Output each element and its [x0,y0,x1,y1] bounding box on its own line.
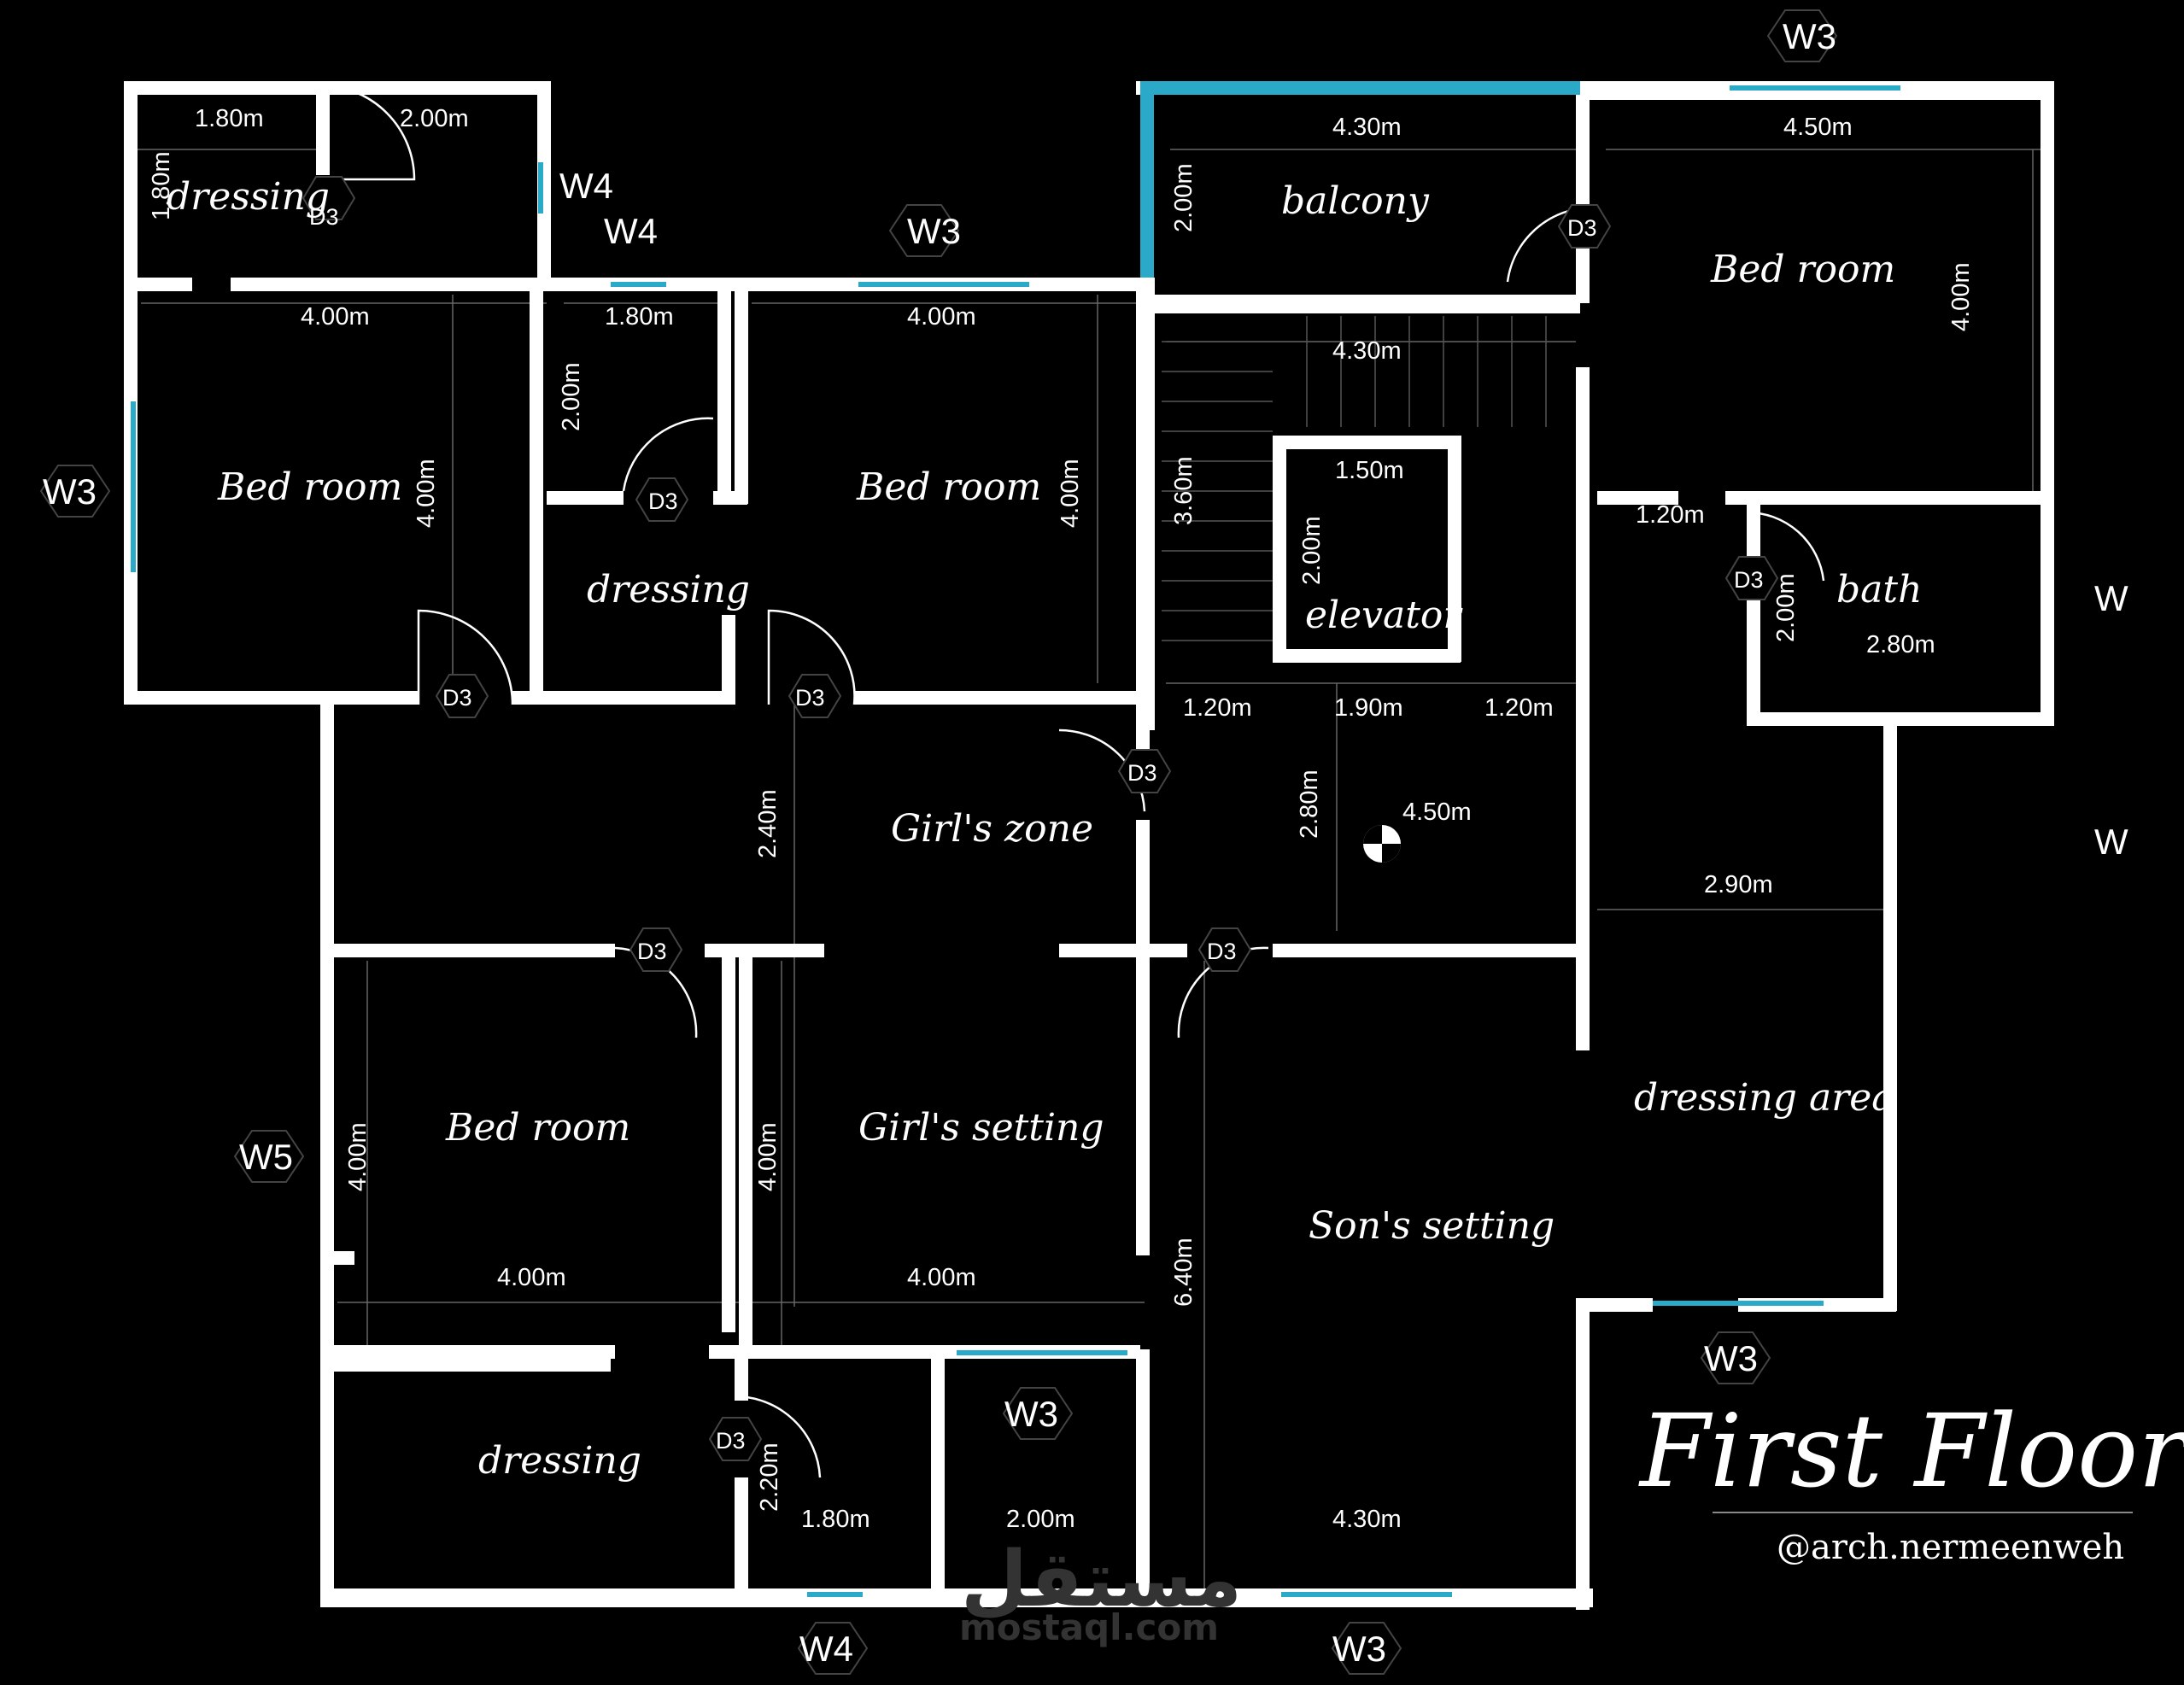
dimension-label: 1.80m [605,303,674,331]
room-label-balcony: balcony [1281,179,1430,223]
tag-hexagons [39,9,1838,1675]
dimension-labels: 1.80m 2.00m 1.80m 4.00m 1.80m 2.00m 4.00… [148,105,1975,1533]
room-label-girls-setting: Girl's setting [858,1106,1104,1150]
window-tag: W3 [1332,1629,1386,1669]
dimension-label: 2.90m [1704,871,1773,898]
dimension-label: 4.30m [1332,114,1402,141]
dimension-label: 4.00m [754,1122,782,1191]
dimension-label: 1.50m [1335,457,1404,484]
door-tag: D3 [637,939,667,964]
watermark-arabic: مستقل [961,1535,1242,1624]
room-labels: dressing Bed room dressing Bed room balc… [167,175,1922,1483]
window-glass [131,81,1900,1597]
survey-marker-icon [1363,825,1401,863]
dimension-label: 2.00m [1772,573,1800,642]
dimension-label: 4.00m [301,303,370,331]
dimension-label: 1.80m [801,1506,870,1533]
room-label-dressing-area: dressing area [1634,1076,1894,1120]
dimension-label: 2.20m [756,1442,783,1512]
dimension-label: 2.00m [1298,516,1326,585]
watermark-latin: mostaql.com [959,1606,1219,1648]
window-tag: W3 [1704,1338,1758,1378]
room-label-dressing-mid: dressing [587,568,750,611]
dimension-label: 4.00m [344,1122,372,1191]
dimension-label: 4.50m [1783,114,1853,141]
staircase [1162,316,1547,641]
door-tag: D3 [1207,939,1237,964]
window-tag: W4 [604,211,658,251]
door-tags: D3 D3 D3 D3 D3 D3 D3 D3 D3 D3 [309,204,1764,1454]
dimension-label: 4.00m [413,459,440,528]
window-tag: W [2094,822,2128,862]
room-label-elevator: elevator [1305,594,1463,637]
dimension-label: 4.00m [907,1264,976,1291]
window-tag: W3 [43,471,97,512]
door-tag: D3 [716,1428,746,1454]
dimension-label: 4.30m [1332,1506,1402,1533]
door-tag: D3 [1567,215,1597,241]
dimension-label: 2.80m [1866,631,1935,658]
room-label-dressing-bottom: dressing [478,1439,641,1483]
door-tag: D3 [795,685,825,711]
door-tag: D3 [442,685,472,711]
door-tag: D3 [309,204,339,230]
dimension-label: 2.40m [754,789,782,858]
window-tag: W3 [907,211,961,251]
window-tag: W4 [559,166,613,206]
room-label-bath: bath [1836,568,1922,611]
window-tag: W5 [239,1137,293,1177]
dimension-label: 4.00m [497,1264,566,1291]
dimension-label: 4.00m [1057,459,1084,528]
room-label-bed-center: Bed room [856,465,1041,509]
dimension-label: 1.80m [148,151,175,220]
window-tag: W4 [799,1629,853,1669]
room-label-bed-lower: Bed room [445,1106,630,1150]
window-tag: W3 [1783,16,1836,56]
dimension-label: 4.00m [907,303,976,331]
window-tags: W3 W4 W4 W3 W3 W W W5 W3 W3 W4 W3 [43,16,2128,1669]
dimension-label: 6.40m [1170,1237,1197,1307]
dimension-label: 4.00m [1947,262,1975,331]
dimension-label: 2.00m [1006,1506,1075,1533]
dimension-label: 2.80m [1296,769,1323,839]
window-tag: W [2094,578,2128,618]
dimension-label: 4.30m [1332,337,1402,365]
room-label-dressing-top-left: dressing [167,175,330,219]
dimension-label: 1.20m [1183,694,1252,722]
dimension-label: 1.90m [1334,694,1403,722]
dimension-label: 1.20m [1484,694,1554,722]
room-label-girls-zone: Girl's zone [891,807,1093,851]
dimension-label: 2.00m [400,105,469,132]
room-label-bed-left: Bed room [217,465,402,509]
room-label-sons-setting: Son's setting [1309,1204,1555,1248]
door-tag: D3 [648,489,678,514]
walls [124,81,2054,1610]
dimension-label: 4.50m [1402,799,1472,826]
plan-title: First Floor [1638,1392,2184,1510]
door-tag: D3 [1734,567,1764,593]
dimension-label: 2.00m [1170,163,1197,232]
dimension-lines [128,149,2041,1588]
door-tag: D3 [1127,760,1157,786]
window-tag: W3 [1004,1394,1058,1434]
dimension-label: 1.80m [195,105,264,132]
dimension-label: 3.60m [1170,456,1197,525]
author-credit: @arch.nermeenweh [1777,1528,2124,1567]
dimension-label: 1.20m [1636,501,1705,529]
dimension-label: 2.00m [558,362,585,431]
door-swings [319,84,1825,1478]
room-label-bed-right: Bed room [1710,248,1895,291]
